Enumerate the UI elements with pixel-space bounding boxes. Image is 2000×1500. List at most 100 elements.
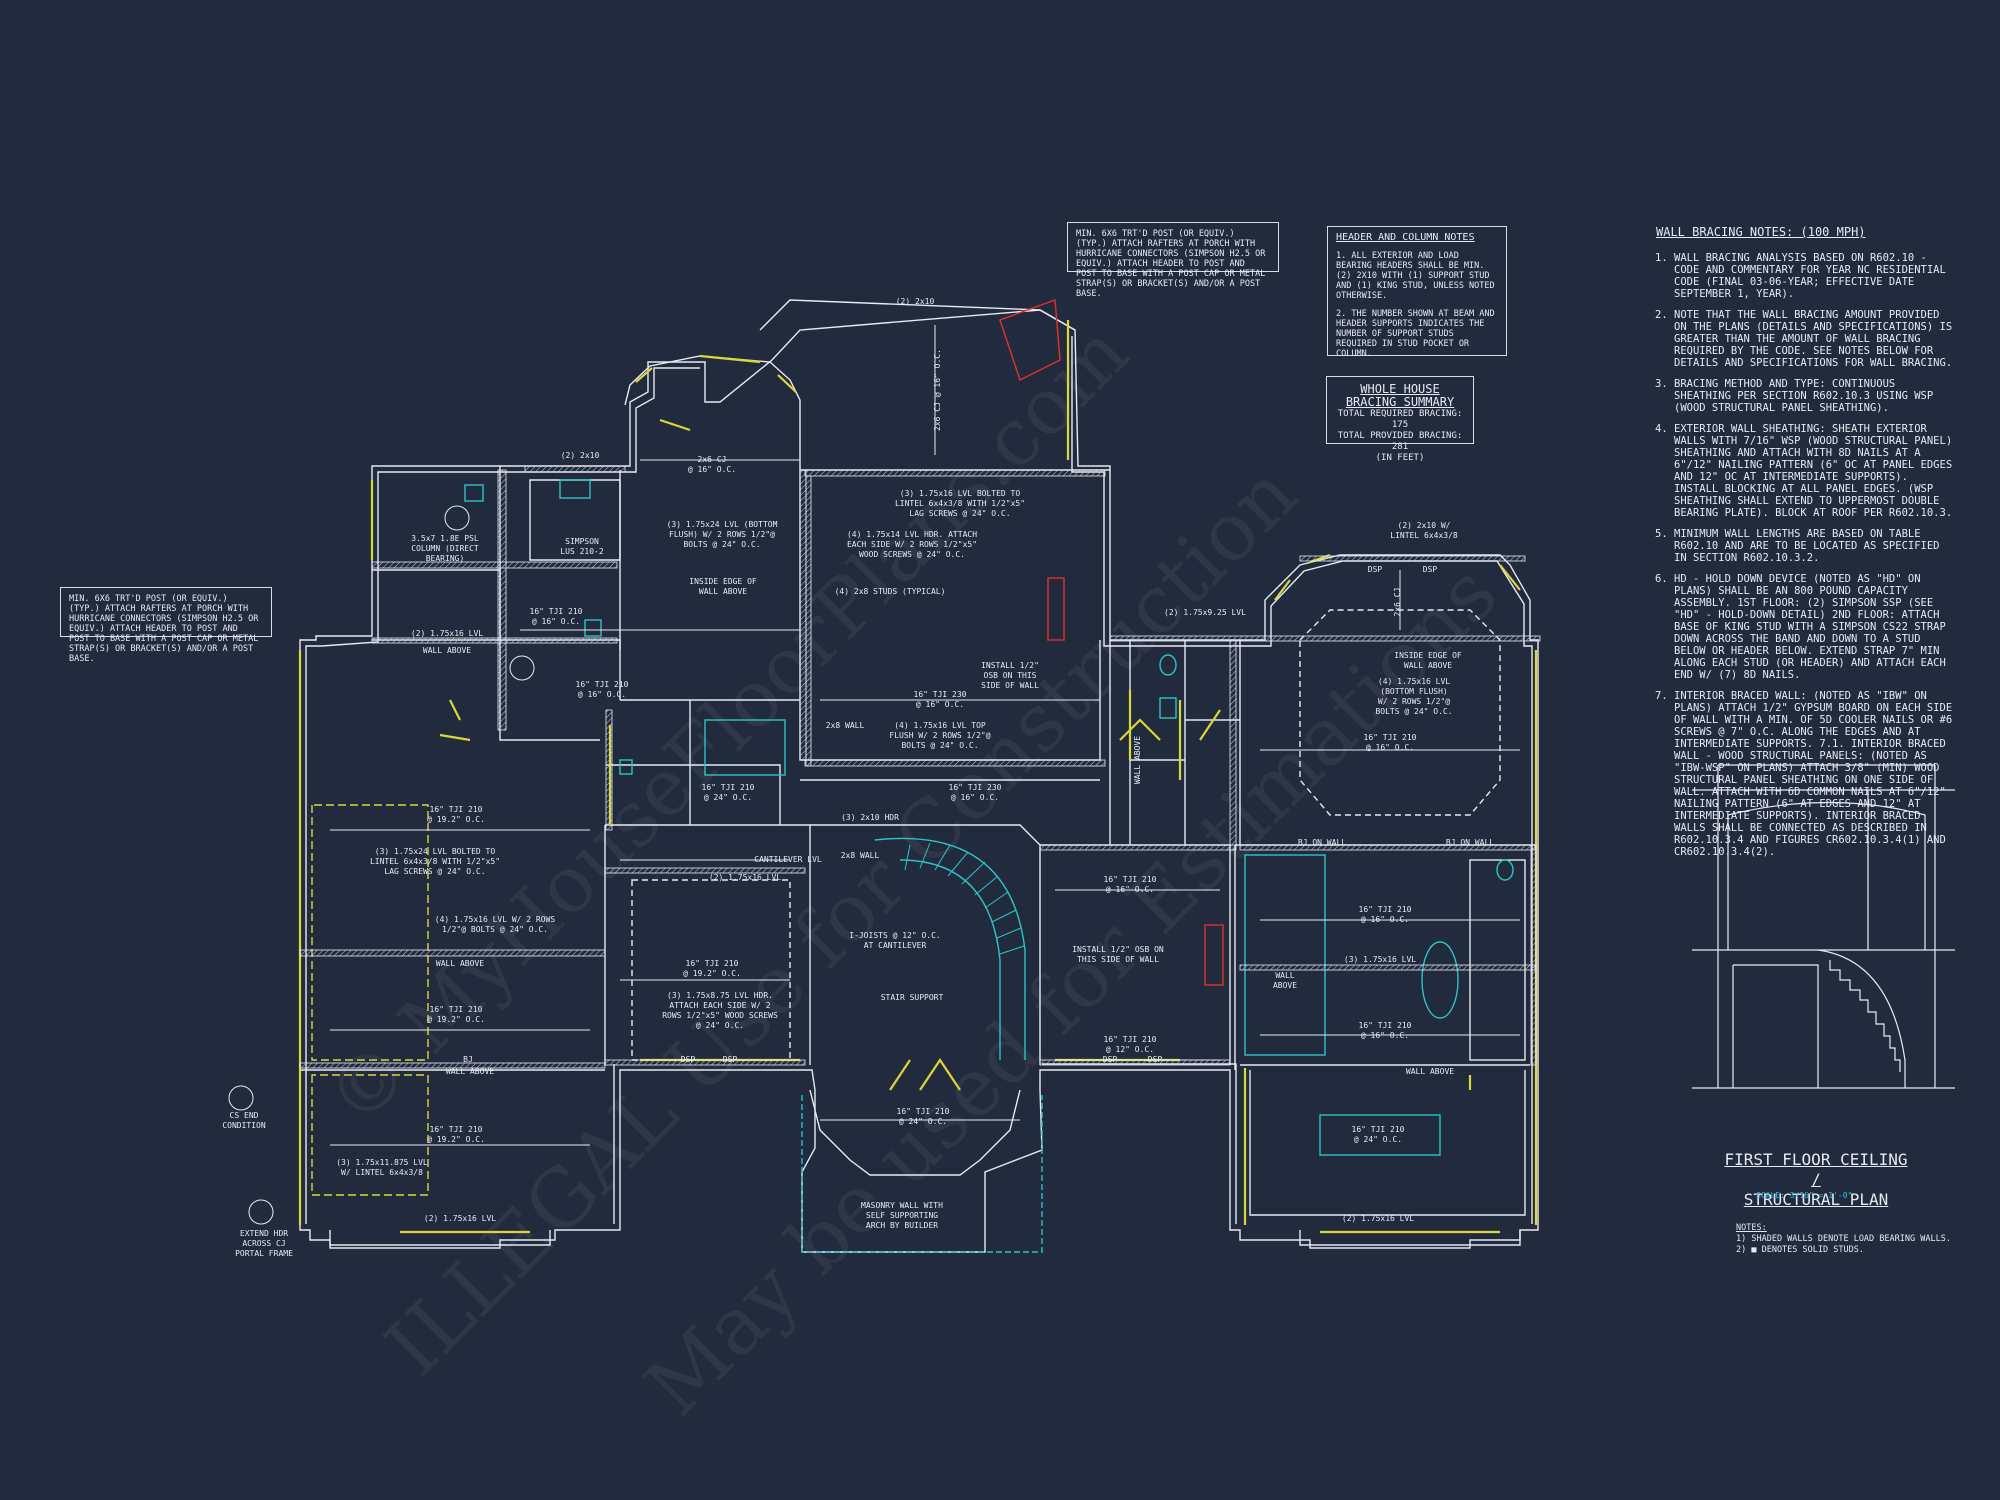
label: (3) 1.75x16 LVL [1344,955,1416,964]
label: (3) 1.75x11.875 LVL [336,1158,428,1167]
label: BOLTS @ 24" O.C. [1375,707,1452,716]
plan-title-line2: STRUCTURAL PLAN [1743,1190,1889,1209]
wall-bracing-item: HD - HOLD DOWN DEVICE (NOTED AS "HD" ON … [1674,573,1956,681]
label: DSP [1148,1055,1163,1064]
label: CS END [230,1111,259,1120]
label: WALL ABOVE [699,587,747,596]
label: 2x6 CJ [1393,588,1402,617]
label: @ 12" O.C. [1106,1045,1154,1054]
label: DSP [723,1055,738,1064]
label: WALL ABOVE [1404,661,1452,670]
label: (2) 1.75x16 LVL [1342,1214,1414,1223]
bracing-summary-title-1: WHOLE HOUSE [1360,382,1440,396]
label: 2x8 WALL [826,721,865,730]
label: STAIR SUPPORT [881,993,944,1002]
joist-span-arrows [330,325,1520,1146]
label: MASONRY WALL WITH [861,1201,943,1210]
label: (3) 1.75x16 LVL BOLTED TO [900,489,1021,498]
label: WALL ABOVE [1133,736,1142,784]
wall-bracing-item: NOTE THAT THE WALL BRACING AMOUNT PROVID… [1674,309,1956,369]
label: (3) 1.75x24 LVL (BOTTOM [667,520,778,529]
label: 16" TJI 210 [1359,905,1412,914]
label: LAG SCREWS @ 24" O.C. [384,867,485,876]
plan-title: FIRST FLOOR CEILING / STRUCTURAL PLAN [1716,1150,1916,1210]
label: BEARING) [426,554,465,563]
section-marker-f [228,1085,254,1111]
label: 16" TJI 210 [1104,875,1157,884]
bracing-unit: (IN FEET) [1375,453,1425,463]
label: 16" TJI 210 [1364,733,1417,742]
label: 16" TJI 210 [430,1125,483,1134]
label: DSP [681,1055,696,1064]
label: @ 16" O.C. [1361,1031,1409,1040]
label: WALL ABOVE [1406,1067,1454,1076]
porch-post-note-left: MIN. 6x6 TRT'D POST (OR EQUIV.) (TYP.) A… [60,587,272,664]
label: INSIDE EDGE OF [689,577,757,586]
label: (2) 1.75x16 LVL [424,1214,496,1223]
label: 16" TJI 210 [1104,1035,1157,1044]
plan-title-line1: FIRST FLOOR CEILING / [1724,1150,1908,1189]
label: @ 16" O.C. [578,690,626,699]
wall-bracing-item: EXTERIOR WALL SHEATHING: SHEATH EXTERIOR… [1674,423,1956,519]
label: (2) 1.75x9.25 LVL [1164,608,1246,617]
label: WALL ABOVE [423,646,471,655]
label: AT CANTILEVER [864,941,927,950]
label: LAG SCREWS @ 24" O.C. [909,509,1010,518]
label: (3) 1.75x8.75 LVL HDR. [667,991,773,1000]
elevation-sketch [1692,764,1955,1089]
section-markers [228,505,535,1225]
label: @ 16" O.C. [532,617,580,626]
label: (4) 1.75x16 LVL W/ 2 ROWS [435,915,556,924]
label: (4) 1.75x14 LVL HDR. ATTACH [847,530,977,539]
label: INSTALL 1/2" [981,661,1039,670]
label: (2) 1.75x16 LVL [709,873,781,882]
label: (BOTTOM FLUSH) [1380,687,1447,696]
label: (4) 1.75x16 LVL [1378,677,1450,686]
label: ROWS 1/2"x5" WOOD SCREWS [662,1011,778,1020]
label: EXTEND HDR [240,1229,288,1238]
label: (4) 1.75x16 LVL TOP [894,721,986,730]
header-column-note-2: 2. THE NUMBER SHOWN AT BEAM AND HEADER S… [1336,309,1495,359]
label: (2) 2x10 [896,297,935,306]
label: @ 24" O.C. [704,793,752,802]
label: 16" TJI 210 [430,1005,483,1014]
label: SELF SUPPORTING [866,1211,938,1220]
label: @ 16" O.C. [688,465,736,474]
label: 16" TJI 210 [1352,1125,1405,1134]
label: PORTAL FRAME [235,1249,293,1258]
label: 2x6 CJ @ 16" O.C. [933,349,942,431]
section-marker-e [248,1199,274,1225]
label: @ 19.2" O.C. [683,969,741,978]
label: I-JOISTS @ 12" O.C. [849,931,941,940]
label: LINTEL 6x4x3/8 WITH 1/2"x5" [370,857,500,866]
label: 1/2"@ BOLTS @ 24" O.C. [442,925,548,934]
label: BJ ON WALL [1446,838,1494,847]
plan-labels: (2) 2x10 2x6 CJ @ 16" O.C. (2) 2x10 2x6 … [222,297,1494,1258]
label: ARCH BY BUILDER [866,1221,938,1230]
label: 16" TJI 210 [430,805,483,814]
label: CANTILEVER LVL [754,855,822,864]
label: SIMPSON [565,537,599,546]
label: DSP [1103,1055,1118,1064]
section-marker-h [509,655,535,681]
label: 16" TJI 210 [530,607,583,616]
label: W/ 2 ROWS 1/2"@ [1378,697,1450,706]
label: @ 19.2" O.C. [427,1015,485,1024]
section-marker-g [444,505,470,531]
label: WALL ABOVE [436,959,484,968]
wall-bracing-item: BRACING METHOD AND TYPE: CONTINUOUS SHEA… [1674,378,1956,414]
label: @ 16" O.C. [1106,885,1154,894]
label: OSB ON THIS [984,671,1037,680]
label: BOLTS @ 24" O.C. [683,540,760,549]
label: @ 24" O.C. [1354,1135,1402,1144]
label: ACROSS CJ [242,1239,285,1248]
label: 16" TJI 210 [686,959,739,968]
bracing-summary-title-2: BRACING SUMMARY [1345,395,1455,409]
plan-notes: NOTES: 1) SHADED WALLS DENOTE LOAD BEARI… [1736,1223,1966,1256]
label: (4) 2x8 STUDS (TYPICAL) [835,587,946,596]
label: @ 24" O.C. [899,1117,947,1126]
label: SIDE OF WALL [981,681,1039,690]
wall-bracing-item: INTERIOR BRACED WALL: (NOTED AS "IBW" ON… [1674,690,1956,858]
label: 3.5x7 1.8E PSL [411,534,479,543]
